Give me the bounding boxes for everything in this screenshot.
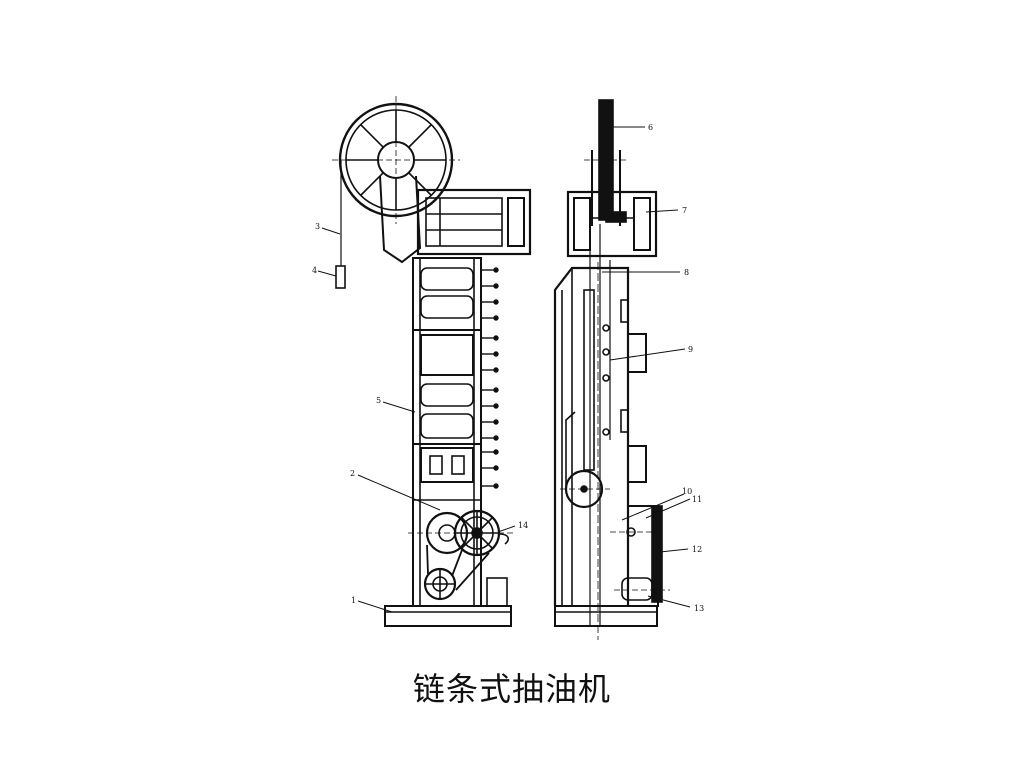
label-8: 8 [684,268,689,277]
part-labels: 1 2 3 4 5 6 7 8 9 10 11 12 13 14 [312,123,704,613]
label-10: 10 [682,487,692,496]
label-1: 1 [351,596,356,605]
label-9: 9 [688,345,693,354]
label-4: 4 [312,266,317,275]
label-3: 3 [315,222,320,231]
top-sheave-wheel [332,96,460,264]
label-14: 14 [518,521,528,530]
label-5: 5 [376,396,381,405]
tower-frame [412,257,482,607]
base-plate [384,605,512,627]
label-7: 7 [682,206,687,215]
cable-and-weight [335,160,346,289]
drive-gears [408,509,515,607]
polished-rod [584,99,628,226]
label-11: 11 [692,495,702,504]
slide-title: 链条式抽油机 [412,670,611,708]
label-12: 12 [692,545,702,554]
front-view [332,96,532,627]
side-view [553,99,670,640]
side-drive [610,505,670,607]
side-base [554,605,658,627]
label-6: 6 [648,123,653,132]
side-lower-pulley [560,411,610,509]
side-column [553,224,647,640]
leader-lines [317,126,691,613]
label-2: 2 [350,469,355,478]
label-13: 13 [694,604,704,613]
side-pegs [481,267,499,489]
